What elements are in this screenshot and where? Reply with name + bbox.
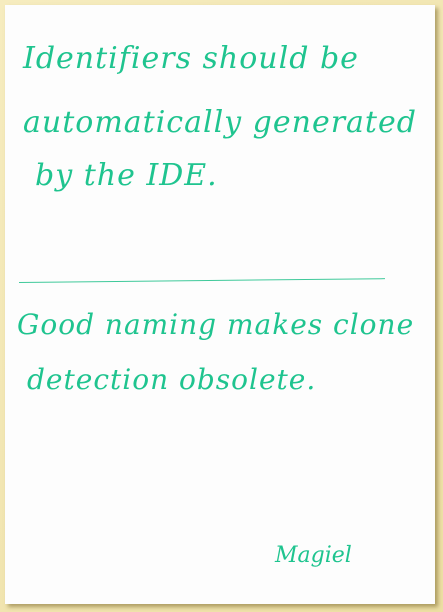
note-line-3: by the IDE. <box>35 158 218 193</box>
note-line-2: automatically generated <box>23 105 417 140</box>
signature: Magiel <box>275 543 352 568</box>
divider-line <box>18 278 385 283</box>
note-card: Identifiers should be automatically gene… <box>5 5 435 604</box>
note-line-1: Identifiers should be <box>23 41 359 76</box>
note-line-4: Good naming makes clone <box>17 308 415 341</box>
note-line-5: detection obsolete. <box>27 363 317 396</box>
